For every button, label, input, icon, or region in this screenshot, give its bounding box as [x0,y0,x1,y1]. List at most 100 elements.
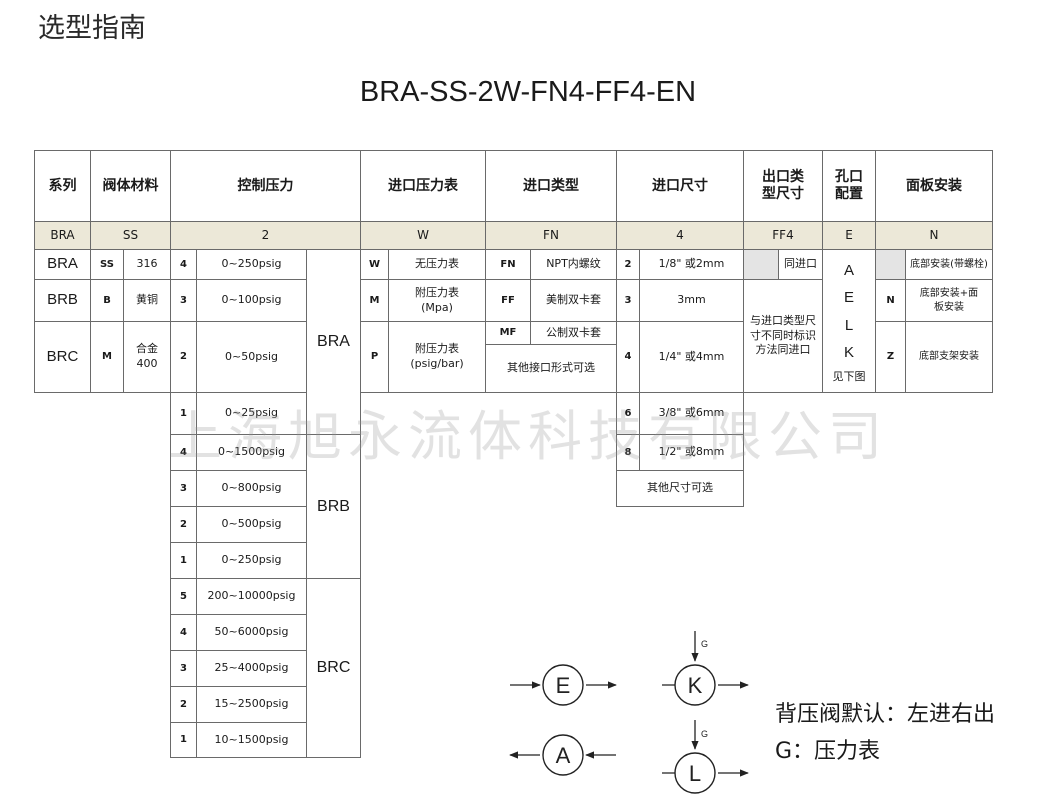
example-gauge: W [360,221,486,250]
inlet-size-value: 3mm [639,279,744,322]
material-code: SS [90,249,124,280]
port-circle [542,664,584,706]
port-config-diagram: E G K A G L [509,631,749,794]
diagram-E: E [510,664,617,706]
example-inlet-type: FN [485,221,617,250]
inlet-size-code: 8 [616,434,640,471]
gauge-mark: G [701,729,708,739]
pressure-group-label: BRA [306,249,361,435]
port-letter: L [844,316,854,334]
diagram-L: G L [662,720,749,794]
inlet-size-other: 其他尺寸可选 [616,470,744,507]
pressure-code: 4 [170,249,197,280]
outlet-same: 同进口 [778,249,823,280]
pressure-range: 15~2500psig [196,686,307,723]
outlet-diff-note: 与进口类型尺寸不同时标识方法同进口 [743,279,823,393]
pressure-range: 10~1500psig [196,722,307,758]
pressure-range: 0~250psig [196,542,307,579]
port-circle [674,752,716,794]
example-inlet-size: 4 [616,221,744,250]
header-inlet-gauge: 进口压力表 [360,150,486,222]
panel-name: 底部支架安装 [905,321,993,393]
port-note: 见下图 [832,369,866,383]
legend-default-flow: 背压阀默认：左进右出 [775,702,996,727]
header-outlet-type-size: 出口类型尺寸 [743,150,823,222]
series-item: BRC [34,321,91,393]
pressure-code: 2 [170,686,197,723]
diagram-A: A [509,734,616,776]
series-item: BRA [34,249,91,280]
diagram-letter: E [556,673,571,698]
inlet-size-code: 2 [616,249,640,280]
panel-name: 底部安装(带螺栓) [905,249,993,280]
pressure-code: 3 [170,279,197,322]
example-pressure: 2 [170,221,361,250]
port-letter: K [843,343,854,361]
panel-code [875,249,906,280]
example-port: E [822,221,876,250]
header-panel-mount: 面板安装 [875,150,993,222]
port-config-cell: A E L K 见下图 [822,249,876,393]
inlet-size-code: 4 [616,321,640,393]
pressure-code: 3 [170,650,197,687]
header-inlet-type: 进口类型 [485,150,617,222]
header-inlet-size: 进口尺寸 [616,150,744,222]
pressure-code: 1 [170,542,197,579]
model-code: BRA-SS-2W-FN4-FF4-EN [359,76,697,108]
inlet-type-name: 公制双卡套 [530,321,617,345]
pressure-code: 4 [170,614,197,651]
pressure-range: 0~1500psig [196,434,307,471]
material-name: 黄铜 [123,279,171,322]
inlet-type-code: FN [485,249,531,280]
pressure-group-label: BRB [306,434,361,579]
pressure-code: 4 [170,434,197,471]
inlet-type-code: MF [485,321,531,345]
inlet-size-value: 1/4" 或4mm [639,321,744,393]
example-panel: N [875,221,993,250]
port-letter: A [843,262,854,280]
inlet-size-value: 1/2" 或8mm [639,434,744,471]
pressure-range: 0~800psig [196,470,307,507]
header-control-pressure: 控制压力 [170,150,361,222]
gauge-name: 无压力表 [388,249,486,280]
gauge-name: 附压力表 (psig/bar) [388,321,486,393]
port-letter: E [843,289,854,307]
inlet-type-other: 其他接口形式可选 [485,344,617,393]
pressure-range: 0~100psig [196,279,307,322]
material-code: B [90,279,124,322]
pressure-range: 200~10000psig [196,578,307,615]
header-port-config: 孔口配置 [822,150,876,222]
pressure-range: 0~50psig [196,321,307,393]
gauge-code: M [360,279,389,322]
panel-code: N [875,279,906,322]
inlet-type-code: FF [485,279,531,322]
port-circle [542,734,584,776]
diagram-letter: A [556,743,571,768]
inlet-size-value: 3/8" 或6mm [639,392,744,435]
pressure-code: 2 [170,321,197,393]
gauge-mark: G [701,639,708,649]
gauge-code: P [360,321,389,393]
material-name: 316 [123,249,171,280]
material-name: 合金 400 [123,321,171,393]
pressure-code: 1 [170,392,197,435]
panel-code: Z [875,321,906,393]
header-body-material: 阀体材料 [90,150,171,222]
inlet-size-value: 1/8" 或2mm [639,249,744,280]
panel-name: 底部安装+面板安装 [905,279,993,322]
inlet-type-name: 美制双卡套 [530,279,617,322]
pressure-range: 0~250psig [196,249,307,280]
port-circle [674,664,716,706]
series-item: BRB [34,279,91,322]
pressure-range: 25~4000psig [196,650,307,687]
pressure-range: 50~6000psig [196,614,307,651]
diagram-letter: L [689,761,701,786]
diagram-letter: K [688,673,703,698]
inlet-size-code: 3 [616,279,640,322]
page-heading: 选型指南 [38,13,146,44]
pressure-code: 2 [170,506,197,543]
gauge-code: W [360,249,389,280]
pressure-code: 5 [170,578,197,615]
inlet-type-name: NPT内螺纹 [530,249,617,280]
example-material: SS [90,221,171,250]
